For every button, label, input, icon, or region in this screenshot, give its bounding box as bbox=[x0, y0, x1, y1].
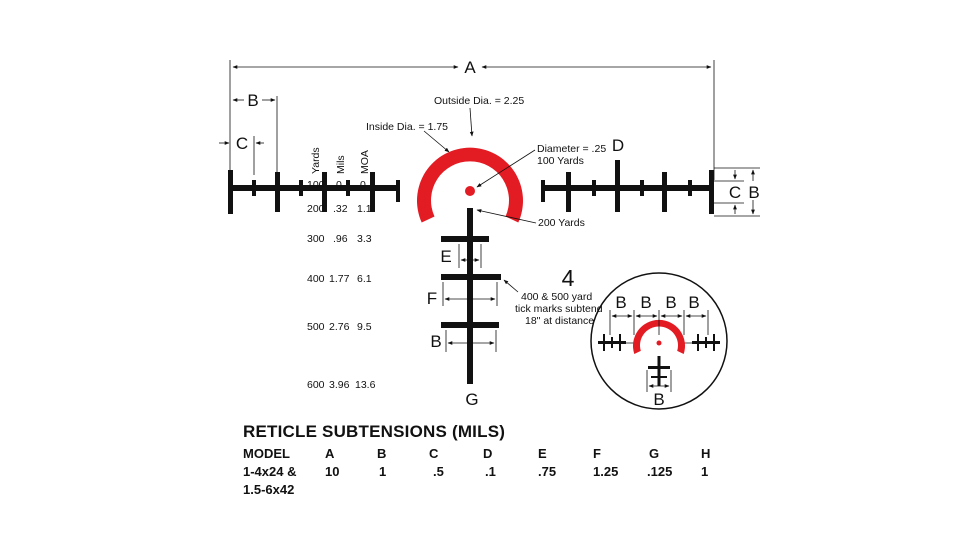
cell-model: 1-4x24 & bbox=[243, 464, 297, 479]
range-yards-300: 300 bbox=[307, 233, 325, 245]
left-stadia bbox=[228, 170, 400, 214]
bdc-bar-300 bbox=[441, 236, 489, 242]
range-moa-400: 6.1 bbox=[357, 273, 372, 285]
label-d: D bbox=[612, 136, 624, 155]
cell-model-continued: 1.5-6x42 bbox=[243, 482, 295, 497]
subtensions-table: RETICLE SUBTENSIONS (MILS) MODEL A B C D… bbox=[243, 422, 710, 500]
svg-text:100 Yards: 100 Yards bbox=[537, 155, 584, 167]
cell-c: .5 bbox=[433, 464, 444, 479]
label-g: G bbox=[465, 390, 478, 409]
label-e: E bbox=[440, 247, 451, 266]
range-yards-100: 100 bbox=[307, 179, 325, 191]
annotation-outside-dia: Outside Dia. = 2.25 bbox=[434, 95, 524, 137]
annotation-inside-dia: Inside Dia. = 1.75 bbox=[366, 121, 450, 153]
inset-label-b-2: B bbox=[640, 293, 651, 312]
range-header-yards: Yards bbox=[310, 147, 322, 174]
range-mils-200: .32 bbox=[333, 203, 348, 215]
header-d: D bbox=[483, 446, 493, 461]
inset-reticle-view: B B B B B bbox=[590, 272, 728, 410]
dimension-c-left: C bbox=[219, 134, 264, 175]
subtensions-title: RETICLE SUBTENSIONS (MILS) bbox=[243, 422, 506, 441]
svg-text:Diameter = .25: Diameter = .25 bbox=[537, 143, 606, 155]
right-stadia bbox=[541, 160, 714, 214]
dimension-a: A bbox=[229, 58, 715, 180]
svg-text:400 & 500 yard: 400 & 500 yard bbox=[521, 291, 592, 303]
range-mils-500: 2.76 bbox=[329, 321, 350, 333]
range-moa-500: 9.5 bbox=[357, 321, 372, 333]
dimension-b-post: B bbox=[430, 330, 497, 352]
header-model: MODEL bbox=[243, 446, 290, 461]
svg-text:Outside Dia. = 2.25: Outside Dia. = 2.25 bbox=[434, 95, 524, 107]
inset-label-b-bottom: B bbox=[653, 390, 664, 409]
center-dot bbox=[465, 186, 475, 196]
inset-label-b-1: B bbox=[615, 293, 626, 312]
range-yards-500: 500 bbox=[307, 321, 325, 333]
header-c: C bbox=[429, 446, 439, 461]
cell-h: 1 bbox=[701, 464, 709, 479]
horseshoe-reticle bbox=[417, 147, 523, 223]
cell-e: .75 bbox=[538, 464, 557, 479]
svg-text:Inside Dia. = 1.75: Inside Dia. = 1.75 bbox=[366, 121, 448, 133]
inset-circle bbox=[590, 272, 728, 410]
subtensions-data-row-continued: 1.5-6x42 bbox=[243, 482, 505, 500]
range-yards-200: 200 bbox=[307, 203, 325, 215]
cell-b: 1 bbox=[379, 464, 387, 479]
header-h: H bbox=[701, 446, 711, 461]
horseshoe-ring bbox=[417, 147, 523, 223]
inset-label-b-4: B bbox=[688, 293, 699, 312]
header-a: A bbox=[325, 446, 335, 461]
vertical-stadia bbox=[441, 208, 501, 384]
range-header-moa: MOA bbox=[359, 150, 371, 174]
label-b-right: B bbox=[748, 183, 759, 202]
range-yards-400: 400 bbox=[307, 273, 325, 285]
cell-d: .1 bbox=[485, 464, 496, 479]
dimension-d: D bbox=[612, 136, 624, 155]
inset-dot bbox=[656, 340, 662, 346]
range-moa-200: 1.1 bbox=[357, 203, 372, 215]
range-yards-600: 600 bbox=[307, 379, 325, 391]
label-b-post: B bbox=[430, 332, 441, 351]
cell-a: 10 bbox=[325, 464, 340, 479]
header-b: B bbox=[377, 446, 387, 461]
bdc-bar-500 bbox=[441, 322, 499, 328]
label-b-left: B bbox=[247, 91, 258, 110]
range-moa-100: 0 bbox=[360, 179, 366, 191]
subtensions-data-row: 1-4x24 & 10 1 .5 .1 .75 1.25 .125 1 bbox=[243, 464, 708, 482]
cell-f: 1.25 bbox=[593, 464, 619, 479]
annotation-200-yards: 200 Yards bbox=[476, 209, 585, 229]
range-mils-100: 0 bbox=[336, 179, 342, 191]
inset-label-b-3: B bbox=[665, 293, 676, 312]
range-header-mils: Mils bbox=[335, 155, 347, 174]
dimension-cb-right: C B bbox=[714, 167, 760, 217]
label-f: F bbox=[427, 289, 437, 308]
inset-horseshoe bbox=[633, 319, 685, 354]
subtensions-header-row: MODEL A B C D E F G H bbox=[243, 446, 710, 464]
header-e: E bbox=[538, 446, 547, 461]
range-mils-300: .96 bbox=[333, 233, 348, 245]
label-c-left: C bbox=[236, 134, 248, 153]
bdc-bar-400 bbox=[441, 274, 501, 280]
svg-text:tick marks subtend: tick marks subtend bbox=[515, 303, 603, 315]
annotation-bdc-ticks: 400 & 500 yard tick marks subtend 18" at… bbox=[503, 279, 603, 327]
svg-text:200 Yards: 200 Yards bbox=[538, 217, 585, 229]
range-moa-300: 3.3 bbox=[357, 233, 372, 245]
range-moa-600: 13.6 bbox=[355, 379, 376, 391]
range-mils-600: 3.96 bbox=[329, 379, 350, 391]
label-c-right: C bbox=[729, 183, 741, 202]
label-a: A bbox=[464, 58, 476, 77]
dimension-b-left: B bbox=[232, 91, 278, 175]
header-f: F bbox=[593, 446, 601, 461]
header-g: G bbox=[649, 446, 660, 461]
cell-g: .125 bbox=[647, 464, 673, 479]
label-four: 4 bbox=[562, 265, 575, 291]
dimension-f: F bbox=[427, 282, 498, 308]
svg-text:18" at distance: 18" at distance bbox=[525, 315, 594, 327]
dimension-e: E bbox=[440, 244, 482, 268]
range-mils-400: 1.77 bbox=[329, 273, 350, 285]
annotation-dot-diameter: Diameter = .25 100 Yards bbox=[476, 143, 606, 188]
range-table: Yards Mils MOA 100 0 0 200 .32 1.1 300 .… bbox=[307, 147, 376, 391]
